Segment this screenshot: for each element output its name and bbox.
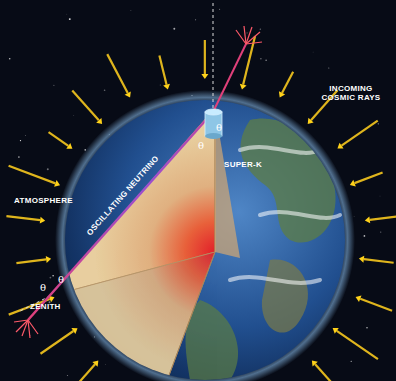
star [50, 277, 52, 279]
cosmic-ray-arrow [16, 256, 51, 263]
cosmic-ray-arrow [312, 360, 331, 381]
star [380, 232, 381, 233]
cosmic-ray-arrow [350, 172, 383, 186]
star [130, 10, 132, 12]
star [18, 156, 20, 158]
zenith-label: ZENITH [30, 302, 61, 311]
star [67, 375, 68, 376]
cosmic-ray-arrow [337, 121, 377, 149]
star [247, 32, 248, 33]
cosmic-ray-arrow [40, 328, 77, 354]
star [351, 361, 352, 362]
cosmic-ray-arrow [6, 216, 45, 224]
cosmic-ray-arrow [365, 216, 396, 224]
cosmic-ray-arrow [359, 256, 394, 263]
star [353, 216, 355, 218]
star [73, 115, 75, 117]
star [366, 327, 368, 329]
star [66, 13, 68, 15]
star [265, 60, 266, 61]
cosmic-ray-arrow [201, 40, 208, 79]
angle-symbol: θ [40, 282, 46, 294]
star [173, 28, 175, 30]
star [328, 67, 329, 68]
star [53, 85, 54, 86]
star [219, 9, 220, 10]
angle-symbol: θ [58, 274, 64, 286]
cosmic-ray-arrow [79, 361, 98, 381]
rays-label: INCOMING COSMIC RAYS [318, 84, 384, 102]
star [160, 84, 161, 85]
star [52, 275, 53, 276]
star [312, 51, 314, 53]
cosmic-ray-arrow [356, 295, 392, 310]
star [9, 58, 11, 60]
cosmic-ray-arrow [49, 132, 73, 148]
star [378, 123, 379, 124]
cosmic-ray-arrow [333, 328, 378, 359]
star [379, 195, 381, 197]
star [20, 140, 21, 141]
detector-label: SUPER-K [224, 160, 262, 169]
cosmic-ray-arrow [159, 56, 170, 90]
star [47, 168, 49, 170]
cosmic-ray-arrow [279, 72, 293, 98]
angle-symbol: θ [198, 140, 204, 152]
star [104, 89, 106, 91]
cosmic-ray-arrow [72, 90, 102, 124]
star [195, 19, 196, 20]
super-k-detector [205, 109, 222, 139]
star [260, 58, 262, 60]
cosmic-ray-arrow [107, 54, 131, 97]
star [364, 235, 366, 237]
star [260, 29, 261, 30]
star [105, 364, 107, 366]
atmosphere-label: ATMOSPHERE [14, 196, 73, 205]
angle-symbol: θ [216, 122, 222, 134]
star [24, 135, 26, 137]
star [69, 18, 71, 20]
cosmic-ray-arrow [9, 166, 60, 187]
